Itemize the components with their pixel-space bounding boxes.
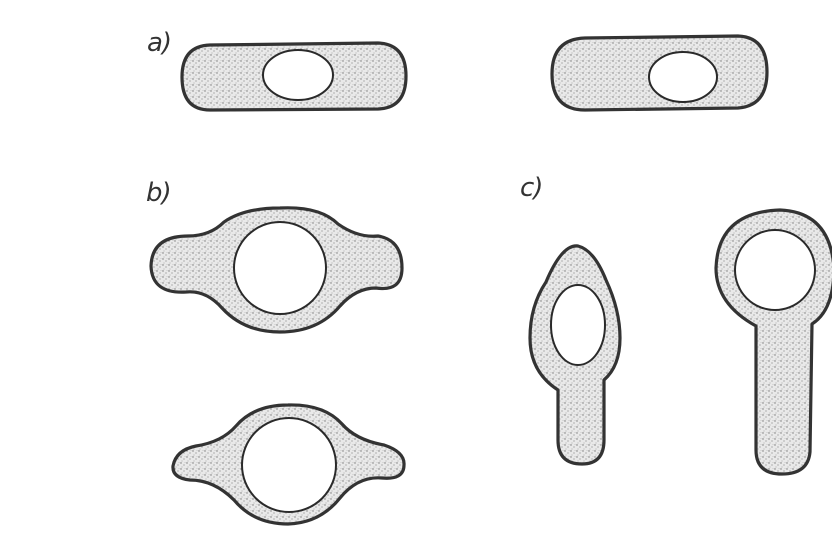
shape-b-top-nucleus [234, 222, 326, 314]
shape-c-right-nucleus [735, 230, 815, 310]
label-c: c) [520, 173, 542, 203]
shape-a-right [552, 36, 767, 110]
shape-b-bottom-nucleus [242, 418, 336, 512]
shape-b-bottom [173, 405, 404, 524]
shape-a-left [182, 43, 406, 110]
shape-a-right-nucleus [649, 52, 717, 102]
shape-c-right [716, 210, 832, 474]
shape-a-left-nucleus [263, 50, 333, 100]
shape-c-left-nucleus [551, 285, 605, 365]
label-a: a) [147, 28, 171, 58]
label-b: b) [146, 178, 171, 208]
shape-b-top [151, 208, 402, 332]
shape-c-left [530, 246, 620, 464]
